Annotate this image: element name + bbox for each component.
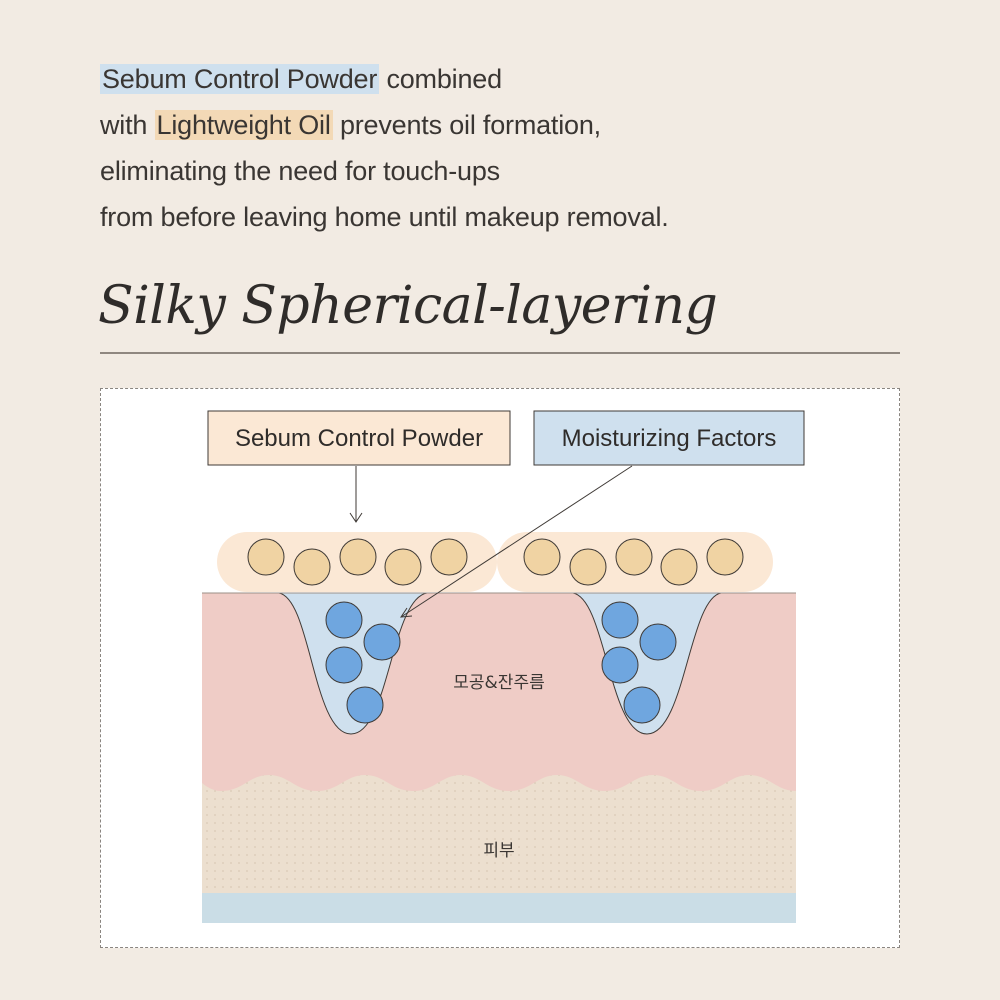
title-divider xyxy=(100,352,900,354)
moisture-arrow xyxy=(400,465,633,618)
sebum-control-powder-label-box xyxy=(207,410,511,466)
diagram-panel: Sebum Control Powder Moisturizing Factor… xyxy=(100,388,900,948)
sebum-control-powder-label: Sebum Control Powder xyxy=(235,425,483,452)
moisture-spheres xyxy=(325,601,677,724)
highlight-sebum-control-powder: Sebum Control Powder xyxy=(100,64,380,94)
moisturizing-factors-label: Moisturizing Factors xyxy=(562,425,777,452)
page-title: Silky Spherical-layering xyxy=(98,276,718,336)
pores-and-wrinkles-label: 모공&잔주름 xyxy=(453,673,544,693)
base-layer xyxy=(202,891,796,923)
highlight-lightweight-oil: Lightweight Oil xyxy=(154,110,333,140)
intro-line-1-rest: combined xyxy=(379,64,502,94)
powder-spheres xyxy=(247,538,744,586)
skin-layer-diagram: Sebum Control Powder Moisturizing Factor… xyxy=(202,410,805,923)
intro-line-2: with Lightweight Oil prevents oil format… xyxy=(100,102,920,148)
intro-line-2-start: with xyxy=(100,110,155,140)
intro-line-3: eliminating the need for touch-ups xyxy=(100,156,500,186)
intro-line-4: from before leaving home until makeup re… xyxy=(100,202,669,232)
powder-arrow xyxy=(349,466,363,523)
intro-line-1: Sebum Control Powder combined xyxy=(100,56,920,102)
intro-text: Sebum Control Powder combined with Light… xyxy=(100,56,920,240)
pore-skin-layer xyxy=(202,593,796,791)
intro-line-2-rest: prevents oil formation, xyxy=(332,110,601,140)
moisturizing-factors-label-box xyxy=(533,410,805,466)
skin-label: 피부 xyxy=(483,841,514,861)
